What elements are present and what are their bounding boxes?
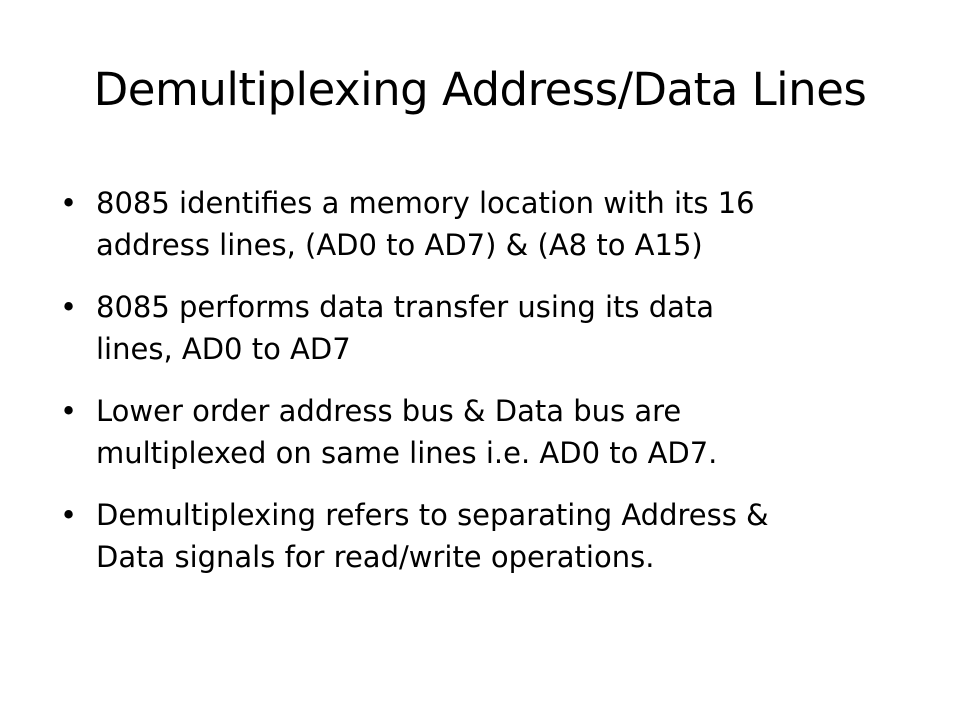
bullet-icon: • — [60, 186, 78, 220]
bullet-item: • Demultiplexing refers to separating Ad… — [58, 494, 918, 578]
bullet-line: 8085 performs data transfer using its da… — [96, 290, 715, 324]
bullet-line: Data signals for read/write operations. — [96, 540, 655, 574]
slide-title: Demultiplexing Address/Data Lines — [93, 63, 867, 116]
bullet-line: 8085 identifies a memory location with i… — [96, 186, 755, 220]
bullet-list: • 8085 identifies a memory location with… — [58, 182, 918, 598]
bullet-line: lines, AD0 to AD7 — [96, 332, 351, 366]
bullet-line: Demultiplexing refers to separating Addr… — [96, 498, 769, 532]
bullet-icon: • — [60, 498, 78, 532]
bullet-line: address lines, (AD0 to AD7) & (A8 to A15… — [96, 228, 703, 262]
bullet-item: • 8085 performs data transfer using its … — [58, 286, 918, 370]
bullet-line: Lower order address bus & Data bus are — [96, 394, 682, 428]
bullet-icon: • — [60, 290, 78, 324]
bullet-icon: • — [60, 394, 78, 428]
bullet-item: • Lower order address bus & Data bus are… — [58, 390, 918, 474]
bullet-item: • 8085 identifies a memory location with… — [58, 182, 918, 266]
bullet-line: multiplexed on same lines i.e. AD0 to AD… — [96, 436, 718, 470]
